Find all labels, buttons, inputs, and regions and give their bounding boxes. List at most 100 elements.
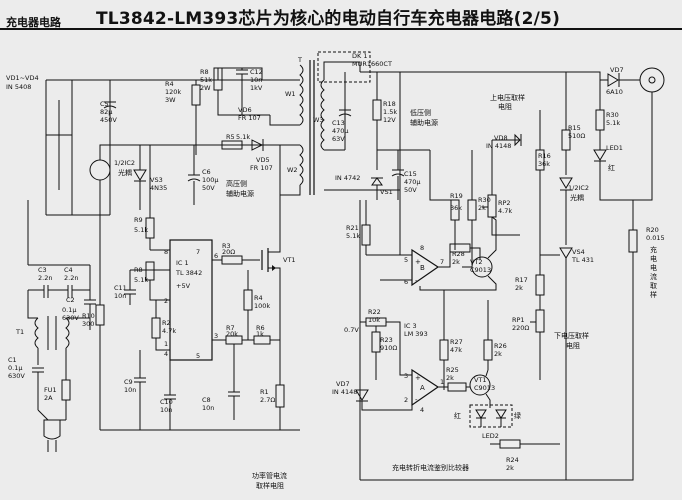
- up-sample-label-2: 电阻: [498, 102, 512, 111]
- ic2-right-label: 1/2IC2: [568, 184, 589, 192]
- ic1-pin-7: 7: [196, 248, 200, 256]
- c6-voltage: 50V: [202, 184, 215, 192]
- r5-value: 5.1k: [236, 133, 250, 141]
- c12-voltage: 1kV: [250, 84, 263, 92]
- led2-label: LED2: [482, 432, 499, 440]
- r20-desc-6: 样: [650, 290, 657, 299]
- c5-voltage: 450V: [100, 116, 117, 124]
- vs3-value: 4N35: [150, 184, 167, 192]
- r5-label: R5: [226, 133, 235, 141]
- r19-value: 36k: [450, 204, 462, 212]
- rp2-value: 4.7k: [498, 207, 512, 215]
- r3-label: R3: [222, 242, 231, 250]
- c2-label: C2: [66, 296, 75, 304]
- c10-value: 10n: [160, 406, 172, 414]
- c13-value: 470μ: [332, 127, 349, 135]
- c11-label: C11: [114, 284, 127, 292]
- r22-label: R22: [368, 308, 381, 316]
- c15-label: C15: [404, 170, 417, 178]
- c4-label: C4: [64, 266, 73, 274]
- r8-label: R8: [200, 68, 209, 76]
- ic1-label: IC 1: [176, 259, 189, 267]
- ic2-right-desc: 光耦: [570, 193, 584, 202]
- r8b-value: 5.1k: [134, 276, 148, 284]
- r7-label: R7: [226, 324, 235, 332]
- fu1-value: 2A: [44, 394, 53, 402]
- c5-label: C5: [100, 100, 109, 108]
- r21-label: R21: [346, 224, 359, 232]
- r4-value: 120k: [165, 88, 181, 96]
- ic1-pin-2: 2: [164, 297, 168, 305]
- r4b-value: 100k: [254, 302, 270, 310]
- ic1-value: TL 3842: [175, 269, 202, 277]
- ic3b-plus: +: [415, 374, 421, 382]
- c2-voltage: 630V: [62, 314, 79, 322]
- ic1-5v: +5V: [176, 282, 191, 290]
- ic3a-letter: B: [420, 264, 425, 272]
- c5-value: 82μ: [100, 108, 112, 116]
- r16-label: R16: [538, 152, 551, 160]
- r2-label: R2: [162, 319, 171, 327]
- r4b-label: R4: [254, 294, 263, 302]
- c1-label: C1: [8, 356, 17, 364]
- r20-desc-1: 充: [650, 245, 657, 254]
- r9-label: R9: [134, 216, 143, 224]
- r19-label: R19: [450, 192, 463, 200]
- r18-value: 1.5k: [383, 108, 397, 116]
- rp1-value: 220Ω: [512, 324, 529, 332]
- wires: [27, 51, 665, 481]
- r1-label: R1: [260, 388, 269, 396]
- c8-value: 10n: [202, 404, 214, 412]
- led1-color: 红: [608, 163, 615, 172]
- rp1-label: RP1: [512, 316, 525, 324]
- switch-comparator-label: 充电转折电流鉴别比较器: [392, 463, 469, 472]
- r20-value: 0.015: [646, 234, 665, 242]
- c9-label: C9: [124, 378, 133, 386]
- vd7-value: 6A10: [606, 88, 623, 96]
- circuit-schematic: VD1~VD4 IN 5408 C5 82μ 450V R4 120k 3W R…: [6, 51, 665, 490]
- led1-label: LED1: [606, 144, 623, 152]
- r30x-value: 2k: [478, 204, 486, 212]
- in4742-label: IN 4742: [335, 174, 360, 182]
- r4-power: 3W: [165, 96, 176, 104]
- r22-value: 10k: [368, 316, 380, 324]
- hv-power-label: 高压侧: [226, 179, 247, 188]
- header-rule: [0, 28, 682, 30]
- vd5-label: VD5: [256, 156, 270, 164]
- ic3b-letter: A: [420, 384, 425, 392]
- r28-label: R28: [452, 250, 465, 258]
- w3-label: W3: [313, 116, 324, 124]
- component-labels: VD1~VD4 IN 5408 C5 82μ 450V R4 120k 3W R…: [6, 52, 665, 490]
- ic3-pin-7: 7: [440, 258, 444, 266]
- r10-value: 300: [82, 320, 94, 328]
- ic3a-minus: -: [415, 277, 418, 285]
- c13-voltage: 63V: [332, 135, 345, 143]
- vd5-value: FR 107: [250, 164, 273, 172]
- r6-label: R6: [256, 324, 265, 332]
- r28-value: 2k: [452, 258, 460, 266]
- r16-value: 36k: [538, 160, 550, 168]
- vd7b-label: VD7: [336, 380, 350, 388]
- r18-label: R18: [383, 100, 396, 108]
- ic3-pin-6: 6: [404, 278, 408, 286]
- vs3-label: VS3: [150, 176, 163, 184]
- c15-voltage: 50V: [404, 186, 417, 194]
- w2-label: W2: [287, 166, 298, 174]
- hv-power-label-2: 辅助电源: [226, 189, 254, 198]
- ic1-pin-1: 1: [164, 340, 168, 348]
- r7-value: 20k: [226, 330, 238, 338]
- r27-label: R27: [450, 338, 463, 346]
- r23-label: R23: [380, 336, 393, 344]
- r1-value: 2.7Ω: [260, 396, 275, 404]
- vt2-value: C9013: [470, 266, 491, 274]
- vd14-value: IN 5408: [6, 83, 31, 91]
- voltage-07: 0.7V: [344, 326, 359, 334]
- r20-desc-2: 电: [650, 254, 657, 263]
- lowside-power-label: 低压侧: [410, 108, 431, 117]
- c4-value: 2.2n: [64, 274, 78, 282]
- r30x-label: R30: [478, 196, 491, 204]
- r26-value: 2k: [494, 350, 502, 358]
- r20-desc-3: 电: [650, 263, 657, 272]
- up-sample-label: 上电压取样: [490, 93, 525, 102]
- r9-value: 5.1k: [134, 226, 148, 234]
